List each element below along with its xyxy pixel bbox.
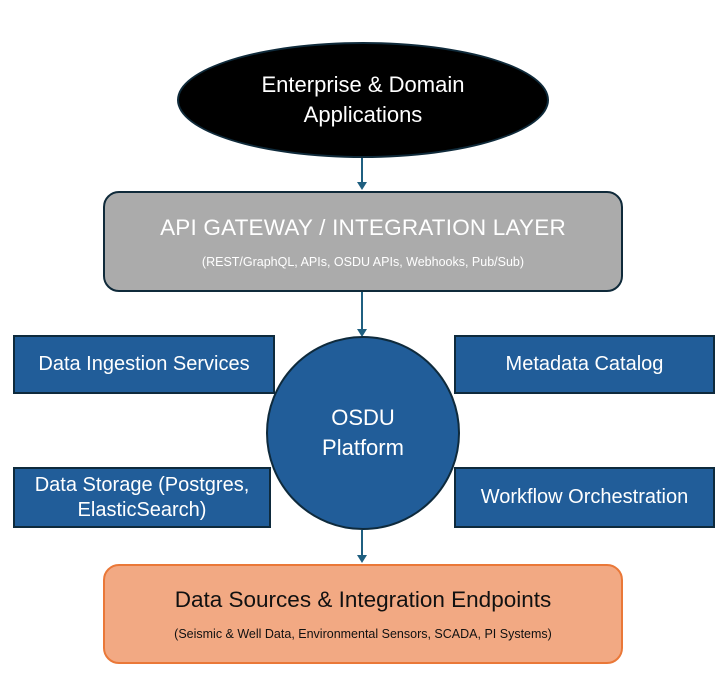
data-ingestion-services-label: Data Ingestion Services xyxy=(38,353,250,375)
data-sources-subtitle: (Seismic & Well Data, Environmental Sens… xyxy=(174,627,552,641)
metadata-catalog-label: Metadata Catalog xyxy=(505,353,664,375)
arrow-apps-to-gateway xyxy=(357,158,367,190)
enterprise-applications-node: Enterprise & Domain Applications xyxy=(177,42,549,158)
data-sources-title: Data Sources & Integration Endpoints xyxy=(174,587,552,612)
api-gateway-node: API GATEWAY / INTEGRATION LAYER (REST/Gr… xyxy=(103,191,623,292)
workflow-orchestration-label: Workflow Orchestration xyxy=(480,486,689,508)
api-gateway-subtitle: (REST/GraphQL, APIs, OSDU APIs, Webhooks… xyxy=(201,254,525,269)
metadata-catalog-node: Metadata Catalog xyxy=(454,335,715,394)
workflow-orchestration-node: Workflow Orchestration xyxy=(454,467,715,528)
data-storage-label-line1: Data Storage (Postgres, xyxy=(34,473,250,496)
osdu-platform-line2: Platform xyxy=(322,435,404,460)
arrow-platform-to-sources xyxy=(357,530,367,563)
data-storage-label-line2: ElasticSearch) xyxy=(77,498,207,521)
api-gateway-title: API GATEWAY / INTEGRATION LAYER xyxy=(160,214,566,240)
enterprise-applications-line1: Enterprise & Domain xyxy=(261,72,465,97)
osdu-platform-line1: OSDU xyxy=(331,405,395,430)
osdu-platform-node: OSDU Platform xyxy=(266,336,460,530)
enterprise-applications-line2: Applications xyxy=(303,102,423,127)
data-sources-node: Data Sources & Integration Endpoints (Se… xyxy=(103,564,623,664)
data-ingestion-services-node: Data Ingestion Services xyxy=(13,335,275,394)
arrow-gateway-to-platform xyxy=(357,292,367,337)
data-storage-node: Data Storage (Postgres, ElasticSearch) xyxy=(13,467,271,528)
